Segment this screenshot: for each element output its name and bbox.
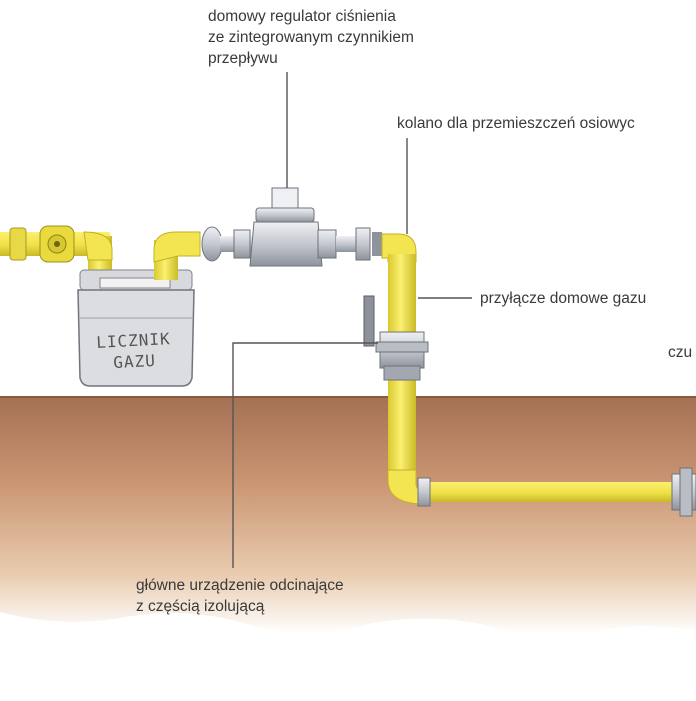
outlet-fitting: [201, 226, 223, 262]
insulating-flange: [355, 227, 371, 261]
meter-label: LICZNIK GAZU: [95, 329, 172, 373]
meter-inlet-elbow: [83, 231, 113, 261]
regulator-nut-left: [233, 229, 251, 259]
label-shutoff: główne urządzenie odcinające z częścią i…: [136, 577, 344, 615]
label-regulator: domowy regulator ciśnienia ze zintegrowa…: [208, 8, 414, 67]
underground-pipe: [418, 482, 678, 502]
pressure-regulator: [249, 187, 323, 267]
regulator-nut-right: [317, 229, 337, 259]
flange-ring: [372, 232, 382, 256]
inlet-valve: [39, 225, 75, 263]
ground-soil: [0, 396, 696, 634]
label-elbow: kolano dla przemieszczeń osiowyc: [397, 115, 635, 132]
leader-shutoff: [232, 342, 378, 568]
regulator-out-pipe: [336, 236, 358, 252]
label-house-connection: przyłącze domowe gazu: [480, 290, 647, 307]
street-connection-valve: [671, 467, 696, 517]
label-cut: czu: [668, 344, 693, 361]
underground-coupling: [417, 477, 431, 507]
inlet-flange: [9, 227, 27, 261]
meter-outlet-elbow: [153, 231, 201, 263]
main-shutoff-device: [363, 295, 429, 381]
